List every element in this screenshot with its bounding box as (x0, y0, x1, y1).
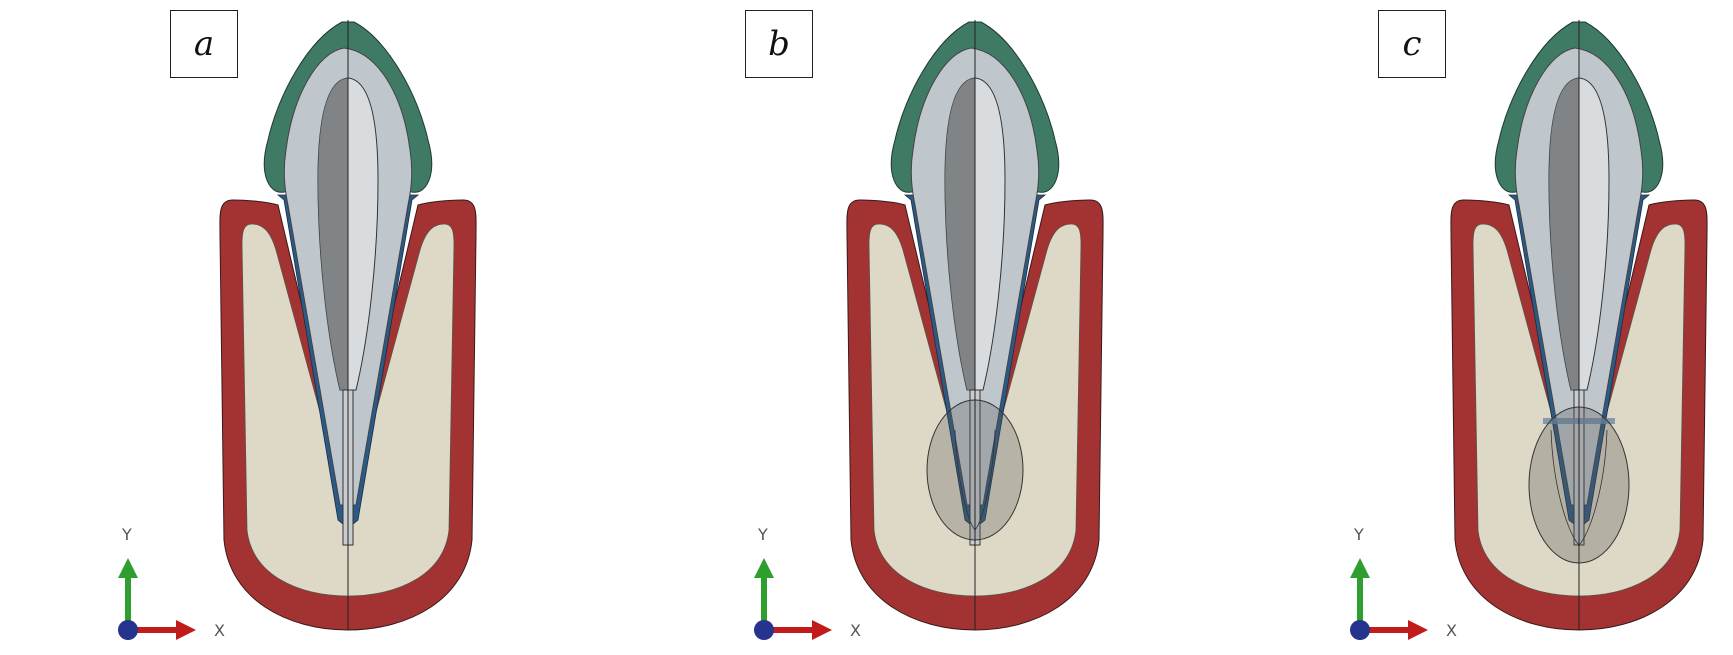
y-axis-arrowhead (754, 558, 774, 578)
axis-triad-c: YX (1350, 525, 1457, 640)
axis-triad-b: YX (754, 525, 861, 640)
tooth-b (846, 20, 1104, 631)
tooth-a (219, 20, 477, 631)
x-axis-arrowhead (1408, 620, 1428, 640)
panel-label-c: c (1378, 10, 1446, 78)
x-axis-label: X (1446, 621, 1457, 640)
tooth-model-c: YX (1350, 20, 1708, 640)
x-axis-label: X (850, 621, 861, 640)
axis-origin (754, 620, 774, 640)
y-axis-label: Y (757, 525, 768, 544)
tooth-model-b: YX (754, 20, 1104, 640)
x-axis-arrowhead (176, 620, 196, 640)
tooth-model-a: YX (118, 20, 477, 640)
axis-triad-a: YX (118, 525, 225, 640)
axis-origin (118, 620, 138, 640)
x-axis-label: X (214, 621, 225, 640)
trabecular-bone (868, 223, 1082, 597)
tooth-c (1450, 20, 1708, 631)
panel-label-b: b (745, 10, 813, 78)
y-axis-label: Y (1353, 525, 1364, 544)
y-axis-label: Y (121, 525, 132, 544)
x-axis-arrowhead (812, 620, 832, 640)
trabecular-bone (241, 223, 455, 597)
y-axis-arrowhead (1350, 558, 1370, 578)
y-axis-arrowhead (118, 558, 138, 578)
pulp-shading (1549, 78, 1579, 390)
pulp-shading (318, 78, 348, 390)
axis-origin (1350, 620, 1370, 640)
panel-label-a: a (170, 10, 238, 78)
pulp-shading (945, 78, 975, 390)
trabecular-bone (1472, 223, 1686, 597)
